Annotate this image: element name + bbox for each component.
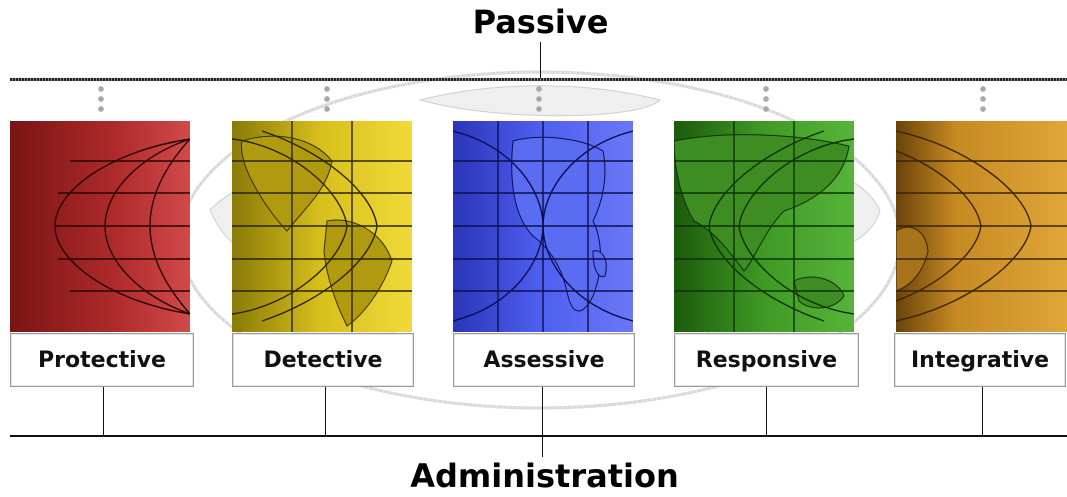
label-responsive: Responsive (674, 333, 859, 387)
bottom-connector-assessive (542, 387, 543, 457)
label-detective: Detective (232, 333, 414, 387)
panel-detective (232, 121, 412, 332)
connector-dots-assessive (536, 84, 542, 116)
panel-assessive (453, 121, 633, 332)
bottom-connector-detective (325, 387, 326, 435)
bottom-connector-responsive (766, 387, 767, 435)
bottom-bar (10, 435, 1067, 437)
panel-responsive (674, 121, 854, 332)
top-bar (10, 78, 1067, 81)
panel-protective (10, 121, 190, 332)
connector-dots-protective (98, 84, 104, 116)
panel-integrative (896, 121, 1067, 332)
connector-dots-detective (324, 84, 330, 116)
label-protective: Protective (10, 333, 194, 387)
connector-dots-integrative (980, 84, 986, 116)
label-assessive: Assessive (453, 333, 635, 387)
bottom-label: Administration (410, 457, 679, 495)
top-connector (540, 42, 541, 78)
top-label: Passive (472, 3, 609, 41)
bottom-connector-integrative (982, 387, 983, 435)
connector-dots-responsive (763, 84, 769, 116)
label-integrative: Integrative (894, 333, 1066, 387)
bottom-connector-protective (103, 387, 104, 435)
